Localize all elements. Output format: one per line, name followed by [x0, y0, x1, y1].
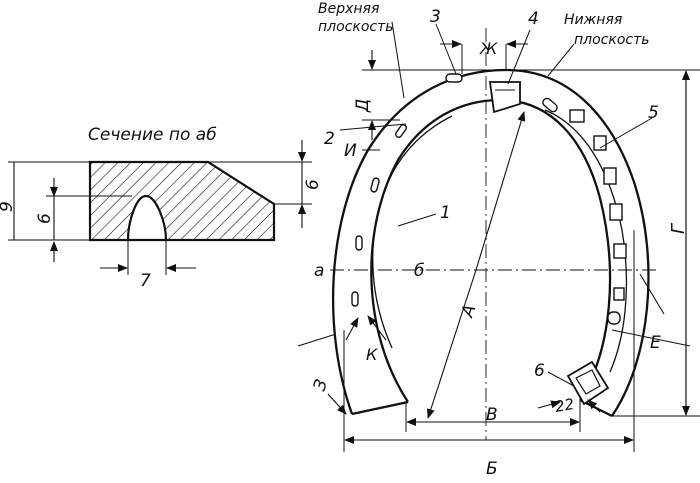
dim-label-b: Б: [486, 459, 498, 479]
horseshoe-view: Верхняя плоскость Нижняя плоскость 1 2 3…: [297, 1, 700, 479]
dim-height-total: 9: [0, 201, 17, 212]
upper-plane-label: Верхняя: [318, 1, 379, 17]
cross-section: Сечение по аб 9 6 6 7: [0, 125, 323, 291]
nail-holes-left: [351, 124, 407, 307]
horseshoe-left-end: [351, 400, 409, 416]
angle-label-22: 22: [554, 395, 576, 416]
fuller-groove-right: [544, 109, 628, 373]
lower-plane-label: Нижняя: [564, 12, 622, 28]
dim-label-i: И: [344, 141, 357, 161]
extension-lines: [343, 44, 700, 452]
dim-label-z: З: [310, 377, 332, 394]
horseshoe-outer-contour: [331, 68, 650, 417]
part-number-4: 4: [528, 9, 539, 29]
section-mark-a: а: [314, 261, 324, 281]
dim-label-e: Е: [650, 333, 661, 353]
dim-label-zh: Ж: [479, 39, 498, 58]
top-slot: [445, 73, 463, 83]
nail-holes-right: [542, 97, 627, 325]
part-number-2: 2: [324, 129, 335, 149]
heel-calk: [566, 360, 610, 406]
leader-lines: [339, 21, 653, 387]
dim-label-k: К: [366, 345, 378, 364]
dim-height-right: 6: [303, 179, 323, 190]
section-mark-b: б: [414, 261, 424, 281]
part-number-1: 1: [440, 203, 451, 223]
dim-label-d: Д: [353, 99, 373, 113]
dim-label-v: В: [486, 405, 498, 425]
section-title: Сечение по аб: [88, 125, 217, 145]
horseshoe-inner-contour: [370, 98, 612, 403]
fuller-groove: [372, 115, 453, 349]
dimension-lines: [297, 40, 690, 444]
upper-plane-label-2: плоскость: [318, 19, 394, 35]
dim-height-partial: 6: [35, 213, 55, 224]
dim-width-bottom: 7: [140, 271, 151, 291]
part-number-5: 5: [648, 103, 659, 123]
section-dimension-lines: [13, 140, 306, 272]
section-extension-lines: [8, 161, 312, 275]
lower-plane-label-2: плоскость: [574, 32, 650, 48]
dim-label-g: Г: [668, 222, 689, 234]
part-number-3: 3: [430, 7, 441, 27]
dim-label-a: А: [457, 302, 480, 320]
part-number-6: 6: [534, 361, 545, 381]
toe-clip: [488, 81, 521, 114]
section-profile: [88, 160, 276, 242]
centerlines: [330, 28, 660, 440]
